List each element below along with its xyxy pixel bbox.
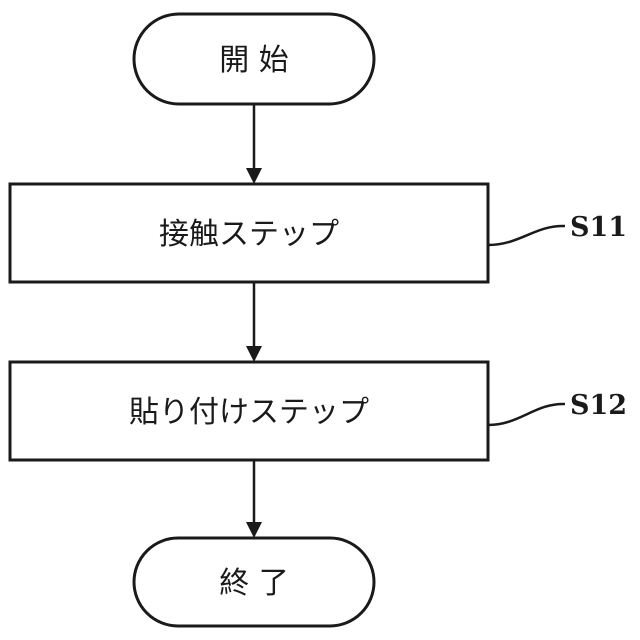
s11-leader-line [488,226,565,245]
s12-leader-line [488,404,565,425]
arrow-start-to-s11 [246,104,262,184]
s12-reference-label: S12 [570,390,627,421]
end-node: 終 了 [134,538,374,626]
s11-reference-label: S11 [570,212,627,243]
process-step-s12: 貼り付けステップ [10,362,488,460]
start-node: 開 始 [134,14,374,104]
start-label: 開 始 [219,43,289,78]
arrow-s12-to-end [246,460,262,538]
end-label: 終 了 [219,566,289,601]
process-step-s11: 接触ステップ [10,184,488,282]
step-s12-label: 貼り付けステップ [129,395,369,430]
step-s11-label: 接触ステップ [159,217,339,252]
arrow-s11-to-s12 [246,282,262,362]
